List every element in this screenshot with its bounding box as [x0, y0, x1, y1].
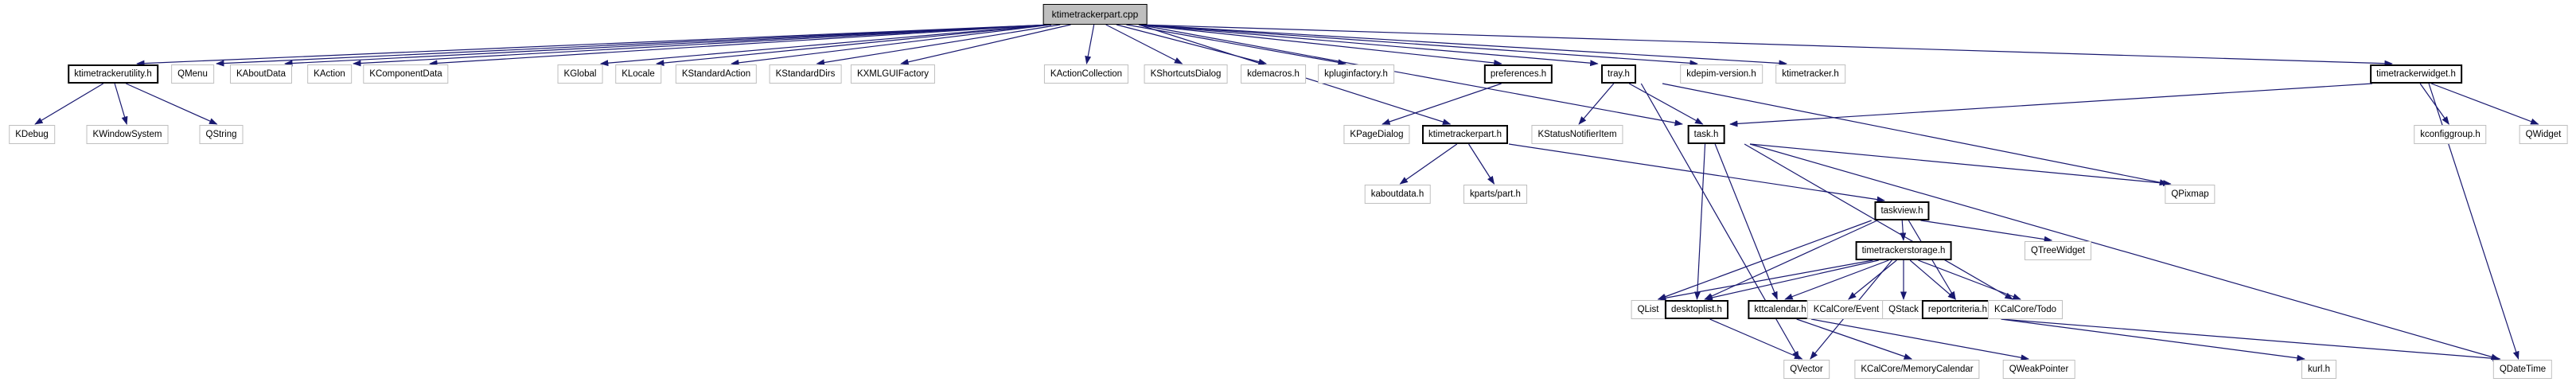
graph-node-qmenu: QMenu — [171, 64, 214, 84]
graph-node-timetrackerwidget_h[interactable]: timetrackerwidget.h — [2370, 64, 2462, 84]
include-edge-ktimetrackerpart_cpp--tray_h — [1138, 24, 1599, 67]
graph-node-ktimetracker_h: ktimetracker.h — [1775, 64, 1845, 84]
include-edge-ktimetrackerpart_cpp--kstandarddirs — [816, 24, 1061, 66]
include-edge-ktimetrackerpart_cpp--kcomponentdata — [429, 24, 1052, 67]
include-edge-timetrackerstorage_h--kcalcore_event — [1848, 259, 1897, 300]
include-edge-taskview_h--desktoplist_h — [1704, 220, 1878, 300]
graph-node-qstring: QString — [199, 125, 244, 144]
graph-node-kstandardaction: KStandardAction — [675, 64, 758, 84]
include-edge-timetrackerstorage_h--kttcalendar_h — [1784, 259, 1889, 300]
graph-node-kcalcore_memorycalendar: KCalCore/MemoryCalendar — [1854, 360, 1980, 379]
include-edge-reportcriteria_h--qdatetime — [2001, 318, 2501, 362]
include-edge-preferences_h--kpagedialog — [1382, 83, 1502, 125]
include-edge-tray_h--task_h — [1628, 83, 1704, 125]
include-edge-ktimetrackerpart_cpp--timetrackerwidget_h — [1138, 24, 2393, 67]
include-edge-ktimetrackerpart_cpp--ktimetracker_h — [1138, 24, 1787, 67]
graph-node-kurl_h: kurl.h — [2301, 360, 2337, 379]
graph-node-ktimetrackerpart_cpp: ktimetrackerpart.cpp — [1042, 4, 1148, 25]
graph-node-qwidget: QWidget — [2519, 125, 2568, 144]
include-edge-tray_h--kstatusnotifieritem — [1578, 83, 1615, 125]
graph-node-kdepim_version_h: kdepim-version.h — [1680, 64, 1763, 84]
include-edge-ktimetrackerpart_cpp--qmenu — [216, 24, 1052, 67]
graph-node-klocale: KLocale — [615, 64, 661, 84]
graph-node-tray_h[interactable]: tray.h — [1601, 64, 1636, 84]
include-edge-ktimetrackerpart_cpp--kaboutdata_cls — [284, 24, 1052, 67]
include-edge-kttcalendar_h--qweakpointer — [1810, 318, 2029, 361]
include-edge-taskview_h--qtreewidget — [1920, 220, 2053, 243]
include-edge-ktimetrackerpart_cpp--kshortcutsdialog — [1105, 24, 1183, 64]
include-edge-timetrackerwidget_h--qwidget — [2430, 83, 2539, 125]
graph-node-qstack: QStack — [1882, 300, 1925, 319]
graph-node-timetrackerstorage_h[interactable]: timetrackerstorage.h — [1855, 241, 1952, 260]
graph-node-kaboutdata_cls: KAboutData — [229, 64, 293, 84]
graph-node-qtreewidget: QTreeWidget — [2025, 241, 2091, 260]
include-edge-timetrackerwidget_h--task_h — [1729, 83, 2373, 127]
graph-node-ktimetrackerpart_h[interactable]: ktimetrackerpart.h — [1421, 125, 1509, 144]
graph-node-qvector: QVector — [1783, 360, 1830, 379]
include-edge-timetrackerstorage_h--desktoplist_h — [1704, 259, 1879, 301]
include-edge-ktimetrackerpart_cpp--klocale — [655, 24, 1052, 67]
graph-node-kstatusnotifieritem: KStatusNotifierItem — [1531, 125, 1623, 144]
graph-node-taskview_h[interactable]: taskview.h — [1874, 201, 1930, 220]
include-edge-reportcriteria_h--kurl_h — [2001, 318, 2305, 361]
include-edge-task_h--kcalcore_todo — [1744, 143, 2013, 300]
include-edge-ktimetrackerpart_h--taskview_h — [1508, 143, 1886, 203]
graph-node-kconfiggroup_h: kconfiggroup.h — [2414, 125, 2487, 144]
graph-node-qdatetime: QDateTime — [2492, 360, 2553, 379]
include-edge-timetrackerwidget_h--kconfiggroup_h — [2419, 83, 2449, 125]
graph-node-kactioncollection: KActionCollection — [1043, 64, 1129, 84]
graph-node-preferences_h[interactable]: preferences.h — [1483, 64, 1553, 84]
graph-node-kxmlguifactory: KXMLGUIFactory — [850, 64, 936, 84]
include-edge-ktimetrackerpart_cpp--preferences_h — [1138, 24, 1502, 66]
include-edge-taskview_h--qlist — [1657, 220, 1872, 300]
include-edge-ktimetrackerutility_h--qstring — [126, 83, 218, 125]
graph-node-kstandarddirs: KStandardDirs — [769, 64, 842, 84]
include-edge-task_h--qdatetime — [1749, 143, 2500, 361]
graph-node-kpluginfactory_h: kpluginfactory.h — [1318, 64, 1394, 84]
graph-node-task_h[interactable]: task.h — [1687, 125, 1725, 144]
include-edge-ktimetrackerpart_cpp--kxmlguifactory — [900, 24, 1071, 65]
include-edge-ktimetrackerpart_cpp--kstandardaction — [731, 24, 1052, 66]
include-edge-ktimetrackerpart_cpp--kdepim_version_h — [1138, 24, 1698, 67]
include-edge-timetrackerstorage_h--kcalcore_todo — [1918, 259, 2021, 300]
include-edge-desktoplist_h--qvector — [1709, 318, 1803, 360]
graph-node-kaction: KAction — [307, 64, 352, 84]
graph-node-kcomponentdata: KComponentData — [363, 64, 449, 84]
graph-node-kwindowsystem: KWindowSystem — [86, 125, 169, 144]
graph-node-kttcalendar_h[interactable]: kttcalendar.h — [1748, 300, 1813, 319]
graph-node-kshortcutsdialog: KShortcutsDialog — [1144, 64, 1228, 84]
include-edge-tray_h--qpixmap — [1662, 83, 2169, 186]
include-edge-task_h--desktoplist_h — [1693, 143, 1706, 300]
include-edge-ktimetrackerpart_cpp--kaction — [353, 24, 1052, 67]
include-edge-ktimetrackerpart_cpp--ktimetrackerutility_h — [136, 24, 1052, 67]
include-edge-ktimetrackerpart_cpp--kglobal — [599, 24, 1052, 67]
graph-node-ktimetrackerutility_h[interactable]: ktimetrackerutility.h — [68, 64, 158, 84]
include-edge-ktimetrackerpart_h--kaboutdata_h — [1399, 143, 1458, 185]
graph-node-kaboutdata_h: kaboutdata.h — [1364, 185, 1431, 204]
include-edge-ktimetrackerutility_h--kwindowsystem — [114, 83, 128, 125]
include-edge-timetrackerstorage_h--qlist — [1657, 259, 1873, 302]
graph-node-kdebug: KDebug — [9, 125, 55, 144]
graph-node-kcalcore_event: KCalCore/Event — [1806, 300, 1886, 319]
include-edge-kttcalendar_h--kcalcore_memorycalendar — [1796, 318, 1913, 360]
graph-node-desktoplist_h[interactable]: desktoplist.h — [1665, 300, 1728, 319]
graph-node-qpixmap: QPixmap — [2165, 185, 2216, 204]
graph-node-kcalcore_todo: KCalCore/Todo — [1988, 300, 2063, 319]
graph-node-kparts_part_h: kparts/part.h — [1463, 185, 1527, 204]
graph-node-kdemacros_h: kdemacros.h — [1241, 64, 1306, 84]
include-edge-ktimetrackerpart_cpp--kpluginfactory_h — [1126, 24, 1346, 66]
include-edge-ktimetrackerutility_h--kdebug — [34, 83, 104, 125]
graph-node-qweakpointer: QWeakPointer — [2002, 360, 2075, 379]
include-edge-taskview_h--timetrackerstorage_h — [1900, 220, 1907, 241]
include-edge-task_h--qpixmap — [1749, 143, 2172, 187]
include-edge-task_h--kttcalendar_h — [1714, 143, 1778, 300]
include-edge-ktimetrackerpart_cpp--task_h — [1138, 24, 1683, 127]
graph-node-reportcriteria_h[interactable]: reportcriteria.h — [1921, 300, 1994, 319]
include-edge-timetrackerstorage_h--reportcriteria_h — [1909, 259, 1957, 300]
graph-node-kglobal: KGlobal — [557, 64, 603, 84]
include-edge-ktimetrackerpart_cpp--kactioncollection — [1085, 24, 1095, 64]
graph-node-qlist: QList — [1631, 300, 1666, 319]
graph-node-kpagedialog: KPageDialog — [1343, 125, 1410, 144]
include-edge-ktimetrackerpart_h--kparts_part_h — [1468, 143, 1495, 185]
